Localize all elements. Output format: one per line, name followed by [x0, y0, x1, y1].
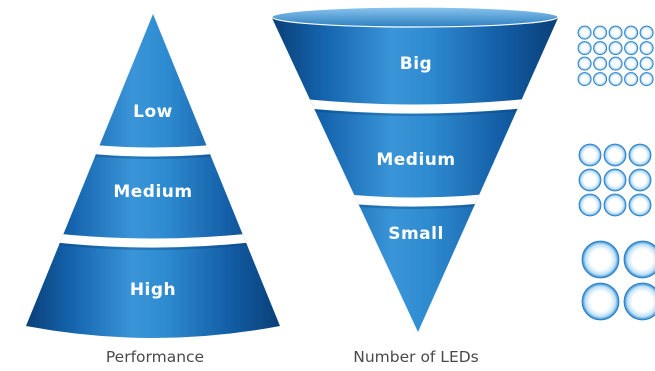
led-circle: [624, 72, 639, 87]
led-circle: [593, 56, 608, 71]
performance-band-medium: Medium: [113, 182, 192, 202]
led-count-cone: Big Medium Small: [271, 6, 559, 332]
led-circle: [581, 282, 620, 321]
led-count-band-medium: Medium: [376, 150, 455, 170]
led-circle: [603, 193, 627, 217]
led-circle: [628, 193, 652, 217]
led-count-cone-body: [272, 8, 558, 332]
performance-band-high: High: [130, 280, 176, 300]
led-circle: [578, 143, 602, 167]
led-circle: [624, 56, 639, 71]
performance-band-low: Low: [133, 102, 173, 122]
led-grids: [577, 25, 655, 321]
led-circle: [577, 25, 592, 40]
led-circle: [623, 282, 655, 321]
led-circle: [608, 25, 623, 40]
led-circle: [639, 56, 654, 71]
led-circle: [639, 41, 654, 56]
led-circle: [577, 56, 592, 71]
led-circle: [623, 240, 655, 279]
led-circle: [603, 168, 627, 192]
performance-separator-lower: [37, 231, 269, 248]
led-circle: [593, 72, 608, 87]
performance-pyramid: Low Medium High: [26, 14, 280, 338]
led-grid-small: [581, 240, 655, 321]
led-circle: [628, 168, 652, 192]
led-circle: [593, 25, 608, 40]
led-circle: [608, 72, 623, 87]
led-circle: [593, 41, 608, 56]
led-circle: [577, 41, 592, 56]
performance-pyramid-body: [26, 14, 280, 338]
led-circle: [639, 25, 654, 40]
led-circle: [577, 72, 592, 87]
led-grid-big: [577, 25, 654, 87]
led-count-caption: Number of LEDs: [353, 348, 479, 366]
led-count-cone-rim: [271, 6, 559, 28]
led-circle: [628, 143, 652, 167]
performance-caption: Performance: [106, 348, 204, 366]
led-circle: [581, 240, 620, 279]
led-circle: [578, 193, 602, 217]
led-circle: [624, 41, 639, 56]
led-circle: [578, 168, 602, 192]
led-circle: [608, 56, 623, 71]
led-count-band-small: Small: [388, 224, 444, 244]
led-circle: [624, 25, 639, 40]
led-count-band-big: Big: [400, 54, 432, 74]
led-grid-medium: [578, 143, 652, 217]
led-circle: [608, 41, 623, 56]
led-circle: [603, 143, 627, 167]
led-circle: [639, 72, 654, 87]
led-count-separator-upper: [289, 97, 541, 114]
